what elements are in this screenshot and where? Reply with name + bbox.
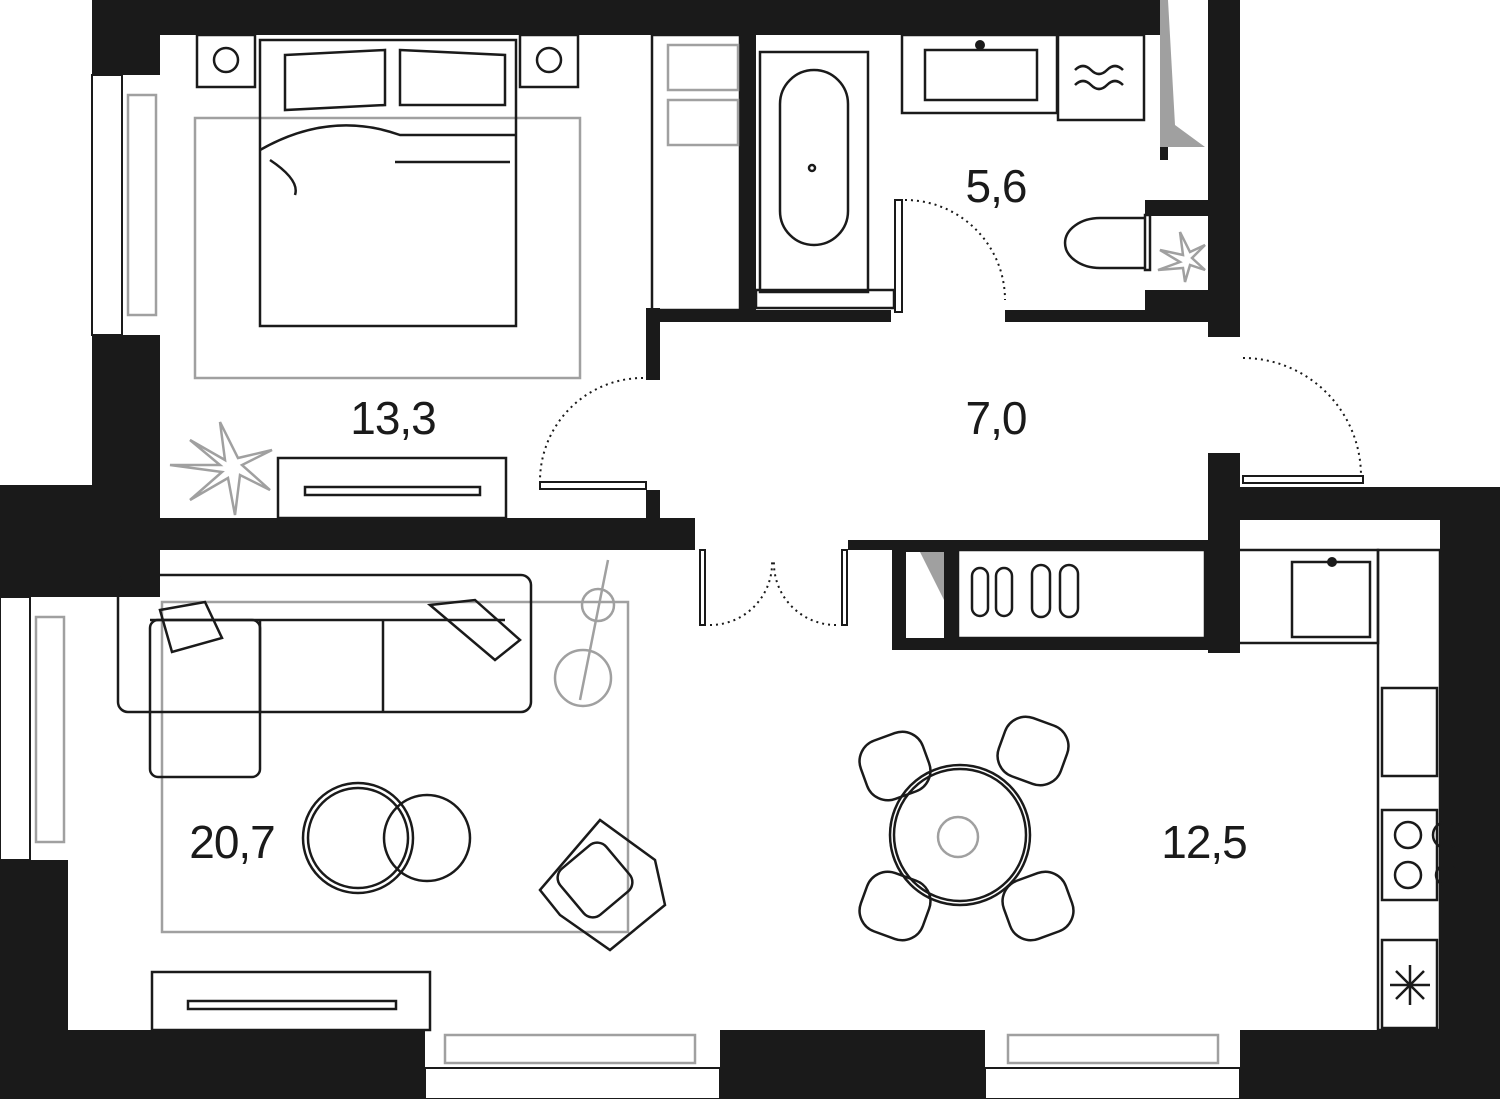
windows bbox=[0, 74, 1241, 1099]
towel-heater bbox=[1056, 33, 1146, 122]
armchair bbox=[538, 818, 667, 952]
bathtub bbox=[754, 50, 896, 310]
kitchen-counter bbox=[1216, 548, 1461, 1032]
shoe-rack bbox=[956, 548, 1207, 640]
sofa bbox=[116, 573, 533, 779]
rug bbox=[160, 600, 630, 934]
tv-stand bbox=[150, 970, 432, 1032]
room-area-bedroom: 13,3 bbox=[350, 392, 437, 444]
wardrobe bbox=[650, 33, 742, 312]
room-area-kitchen: 12,5 bbox=[1161, 816, 1248, 868]
coffee-tables bbox=[301, 781, 472, 895]
toilet bbox=[1063, 213, 1152, 272]
room-area-bathroom: 5,6 bbox=[965, 160, 1028, 212]
bedroom-plant-icon bbox=[169, 421, 273, 516]
nightstands bbox=[195, 33, 580, 89]
room-area-living-room: 20,7 bbox=[189, 816, 276, 868]
doors bbox=[539, 199, 1364, 627]
bedroom-dresser bbox=[276, 456, 508, 520]
bed bbox=[193, 38, 582, 380]
sink bbox=[900, 33, 1059, 115]
bathroom-plant-icon bbox=[1157, 231, 1206, 283]
room-area-hallway: 7,0 bbox=[965, 392, 1028, 444]
dining-table bbox=[858, 715, 1075, 942]
floor-lamp bbox=[553, 559, 616, 708]
